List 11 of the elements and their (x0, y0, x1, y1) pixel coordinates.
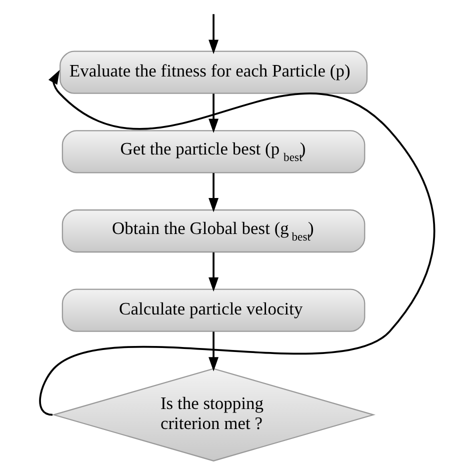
node-box: Evaluate the fitness for each Particle (p) (60, 50, 368, 94)
node-box: Obtain the Global best (g$_{best}$) (62, 209, 366, 253)
arrow (208, 14, 219, 54)
arrow (39, 70, 436, 416)
arrow (208, 332, 219, 372)
node-box: Calculate particle velocity (62, 288, 366, 332)
arrow (208, 94, 219, 133)
arrow (208, 252, 219, 292)
arrow (208, 173, 219, 212)
node-diamond: Is the stopping criterion met ? (52, 368, 376, 462)
node-box: Get the particle best (p$_{best}$) (62, 130, 366, 174)
